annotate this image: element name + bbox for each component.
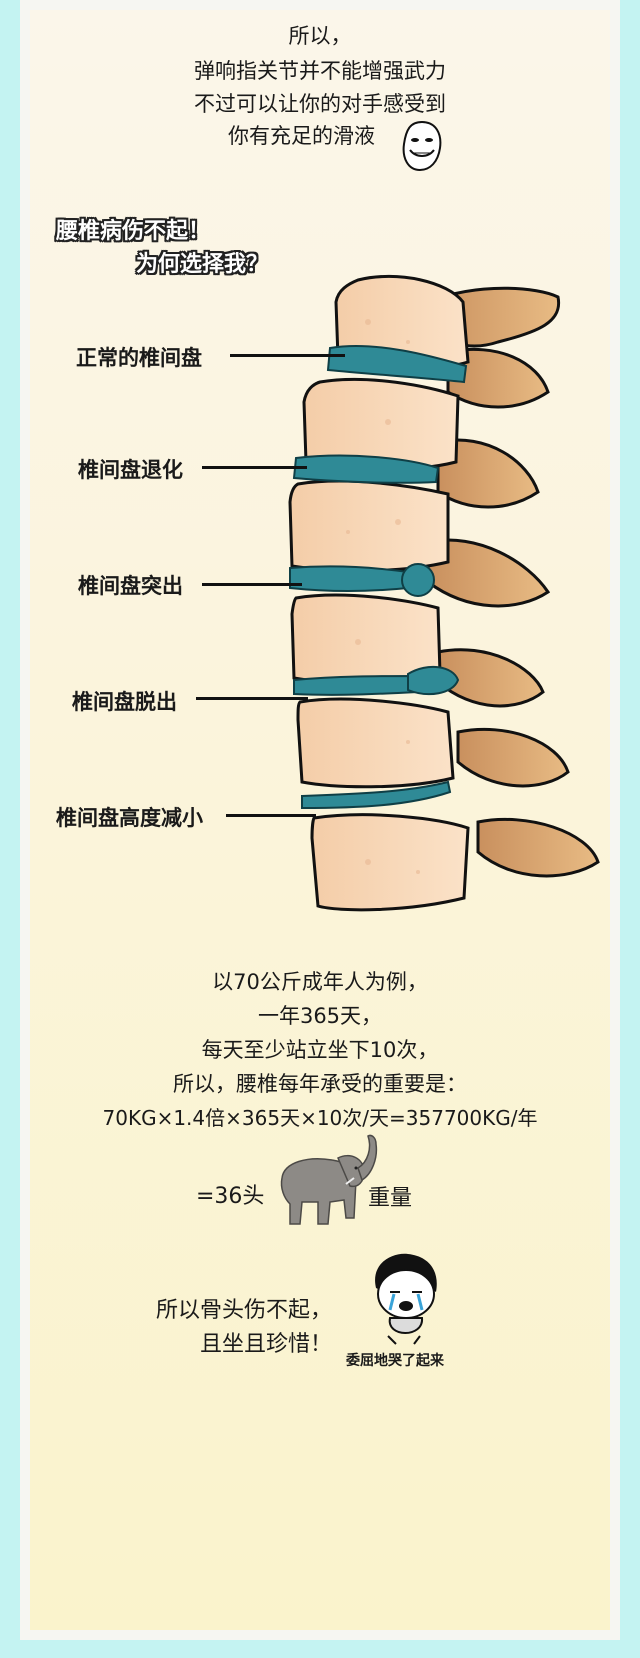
stats-line-1: 以70公斤成年人为例， (212, 970, 428, 994)
crying-meme-icon (375, 1253, 437, 1345)
weight-label: 重量 (368, 1186, 413, 1211)
intro-line-3: 不过可以让你的对手感受到 (194, 92, 446, 116)
intro-line-4: 你有充足的滑液 (228, 124, 375, 148)
intro-line-2: 弹响指关节并不能增强武力 (194, 59, 446, 83)
stats-line-5: 70KG×1.4倍×365天×10次/天=357700KG/年 (102, 1106, 538, 1130)
closing-line-2: 且坐且珍惜！ (200, 1332, 333, 1357)
leader-line (226, 814, 316, 817)
stats-line-3: 每天至少站立坐下10次， (201, 1038, 439, 1062)
label-disc-height-reduced: 椎间盘高度减小 (56, 806, 203, 830)
heading-line-2: 为何选择我？ (136, 252, 269, 277)
leader-line (202, 466, 307, 469)
label-normal-disc: 正常的椎间盘 (76, 346, 202, 370)
closing-line-1: 所以骨头伤不起， (156, 1298, 333, 1323)
leader-line (202, 583, 302, 586)
stats-line-2: 一年365天， (257, 1004, 383, 1028)
troll-face-icon (402, 120, 442, 172)
label-disc-herniation: 椎间盘突出 (78, 574, 183, 598)
meme-caption: 委屈地哭了起来 (346, 1353, 444, 1369)
label-disc-prolapse: 椎间盘脱出 (72, 690, 177, 714)
stats-line-4: 所以，腰椎每年承受的重要是： (173, 1072, 467, 1096)
elephant-icon (280, 1134, 378, 1225)
poster-sheet: 所以， 弹响指关节并不能增强武力 不过可以让你的对手感受到 你有充足的滑液 腰椎… (20, 0, 620, 1640)
leader-line (196, 697, 308, 700)
leader-line (230, 354, 345, 357)
label-disc-degeneration: 椎间盘退化 (78, 458, 183, 482)
spine-illustration (288, 274, 600, 912)
intro-line-1: 所以， (288, 24, 352, 48)
elephant-count: =36头 (196, 1184, 265, 1209)
heading-line-1: 腰椎病伤不起！ (56, 219, 211, 244)
